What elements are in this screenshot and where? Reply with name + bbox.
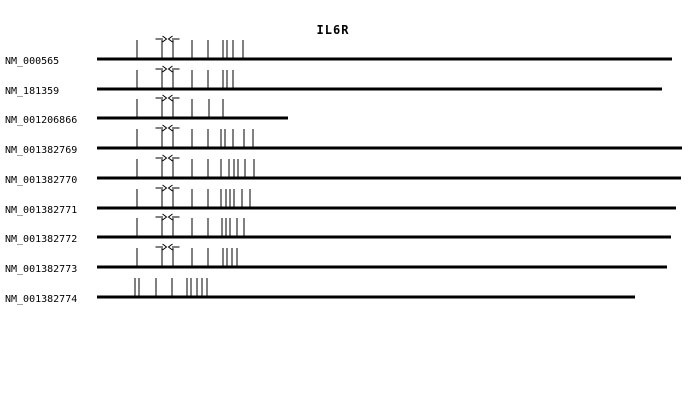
transcript-label: NM_001382772: [5, 234, 78, 245]
reverse-primer-arrow-icon: [167, 94, 180, 102]
transcript-row: [97, 154, 681, 180]
transcript-label: NM_001382774: [5, 294, 78, 305]
transcript-row: [97, 94, 288, 120]
transcript-label: NM_001382771: [5, 205, 78, 216]
transcript-label: NM_000565: [5, 56, 60, 67]
transcript-label: NM_001382773: [5, 264, 78, 275]
reverse-primer-arrow-icon: [167, 35, 180, 43]
forward-primer-arrow-icon: [155, 124, 168, 132]
reverse-primer-arrow-icon: [167, 243, 180, 251]
transcript-row: [97, 124, 682, 150]
transcript-label: NM_001382770: [5, 175, 78, 186]
reverse-primer-arrow-icon: [167, 213, 180, 221]
forward-primer-arrow-icon: [155, 184, 168, 192]
reverse-primer-arrow-icon: [167, 184, 180, 192]
reverse-primer-arrow-icon: [167, 154, 180, 162]
transcript-row: [97, 35, 672, 61]
forward-primer-arrow-icon: [155, 94, 168, 102]
reverse-primer-arrow-icon: [167, 65, 180, 73]
transcript-row: [97, 278, 635, 299]
transcript-label: NM_181359: [5, 86, 60, 97]
plot-title: IL6R: [316, 23, 350, 37]
transcript-row: [97, 243, 667, 269]
forward-primer-arrow-icon: [155, 65, 168, 73]
transcript-row: [97, 184, 676, 210]
transcript-row: [97, 65, 662, 91]
forward-primer-arrow-icon: [155, 213, 168, 221]
reverse-primer-arrow-icon: [167, 124, 180, 132]
transcript-label: NM_001206866: [5, 115, 78, 126]
forward-primer-arrow-icon: [155, 35, 168, 43]
transcript-label: NM_001382769: [5, 145, 78, 156]
transcript-row: [97, 213, 671, 239]
forward-primer-arrow-icon: [155, 154, 168, 162]
forward-primer-arrow-icon: [155, 243, 168, 251]
